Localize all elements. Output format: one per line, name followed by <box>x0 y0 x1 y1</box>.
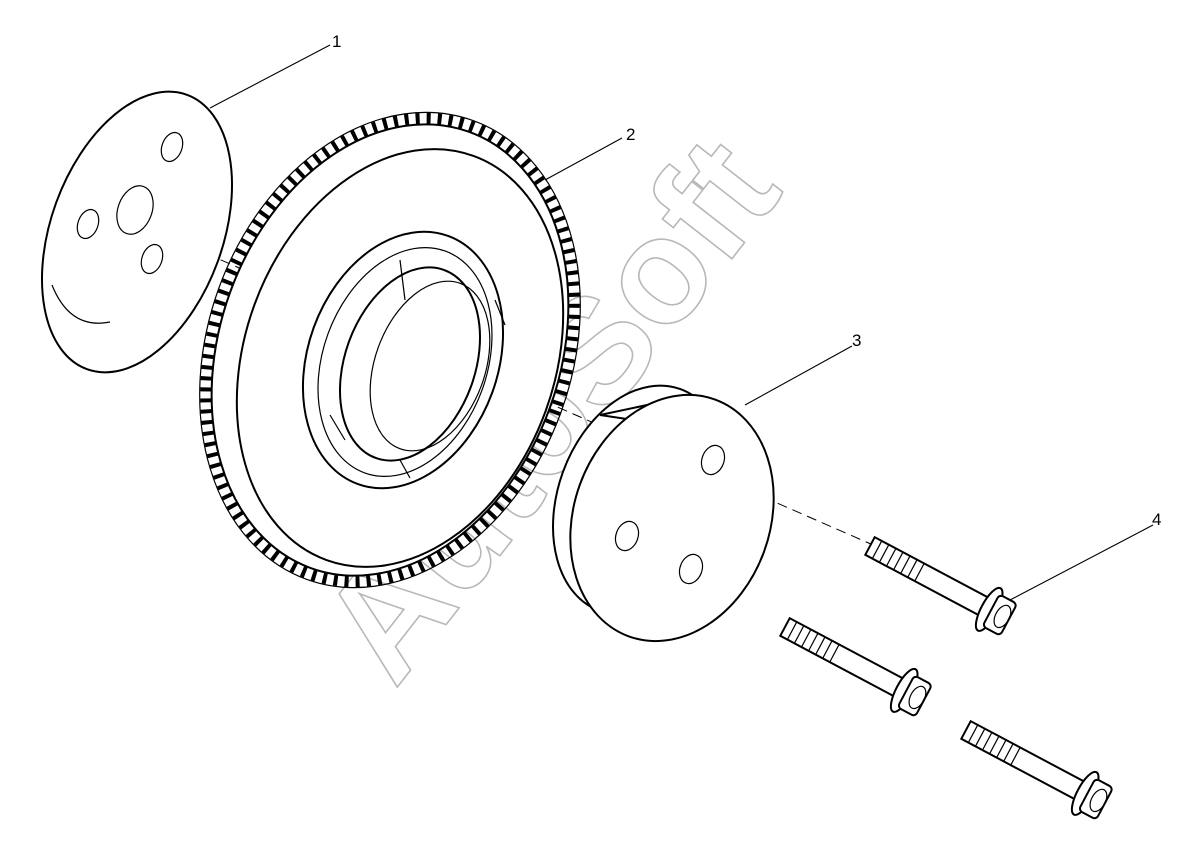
flange-bolt-2 <box>778 616 932 717</box>
gear-hub <box>552 384 775 643</box>
callout-3: 3 <box>744 331 861 406</box>
washer-plate <box>41 90 233 374</box>
spur-gear <box>199 111 581 589</box>
callout-1-label: 1 <box>332 32 341 51</box>
flange-bolt-3 <box>959 719 1113 820</box>
callout-2-label: 2 <box>626 125 635 144</box>
callout-4-label: 4 <box>1152 510 1161 529</box>
flange-bolt-1 <box>863 535 1017 636</box>
callout-2: 2 <box>544 125 635 181</box>
callout-3-label: 3 <box>852 331 861 350</box>
callout-1: 1 <box>209 32 341 109</box>
callout-4: 4 <box>1009 510 1161 601</box>
